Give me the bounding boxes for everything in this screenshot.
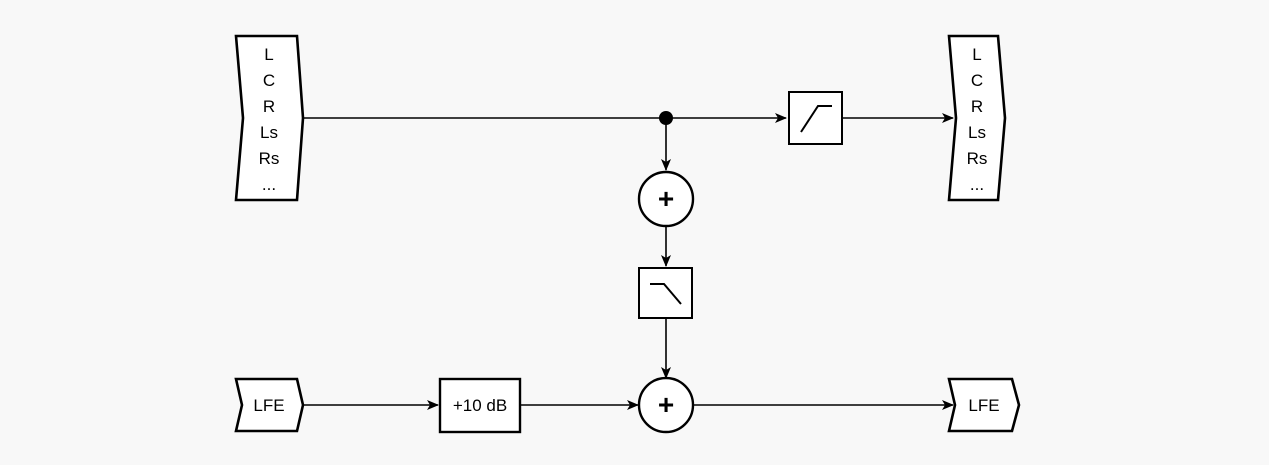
sum-node-lower: + [637,376,695,434]
highpass-filter-icon [800,105,832,133]
output-main-label-4: Rs [967,149,988,168]
input-lfe-connector: LFE [234,377,305,433]
sum-upper-symbol: + [658,183,674,214]
output-main-label-5: ... [970,175,984,194]
output-main-label-3: Ls [968,123,986,142]
lowpass-filter-icon [650,283,682,305]
lowpass-filter-block [638,267,693,319]
sum-node-upper: + [637,170,695,228]
input-main-label-4: Rs [259,149,280,168]
input-main-label-5: ... [262,175,276,194]
junction-dot [659,111,673,125]
input-main-label-0: L [264,45,273,64]
input-main-label-2: R [263,97,275,116]
output-main-connector: L C R Ls Rs ... [947,34,1007,202]
input-main-label-3: Ls [260,123,278,142]
sum-lower-symbol: + [658,389,674,420]
connections [302,113,954,410]
output-main-label-1: C [971,71,983,90]
gain-block-label: +10 dB [453,396,507,415]
output-lfe-label: LFE [968,396,999,415]
highpass-filter-block [788,91,843,145]
output-main-label-2: R [971,97,983,116]
output-main-label-0: L [972,45,981,64]
input-lfe-label: LFE [253,396,284,415]
gain-block: +10 dB [438,377,522,434]
output-lfe-connector: LFE [947,377,1021,433]
input-main-connector: L C R Ls Rs ... [234,34,305,202]
input-main-label-1: C [263,71,275,90]
